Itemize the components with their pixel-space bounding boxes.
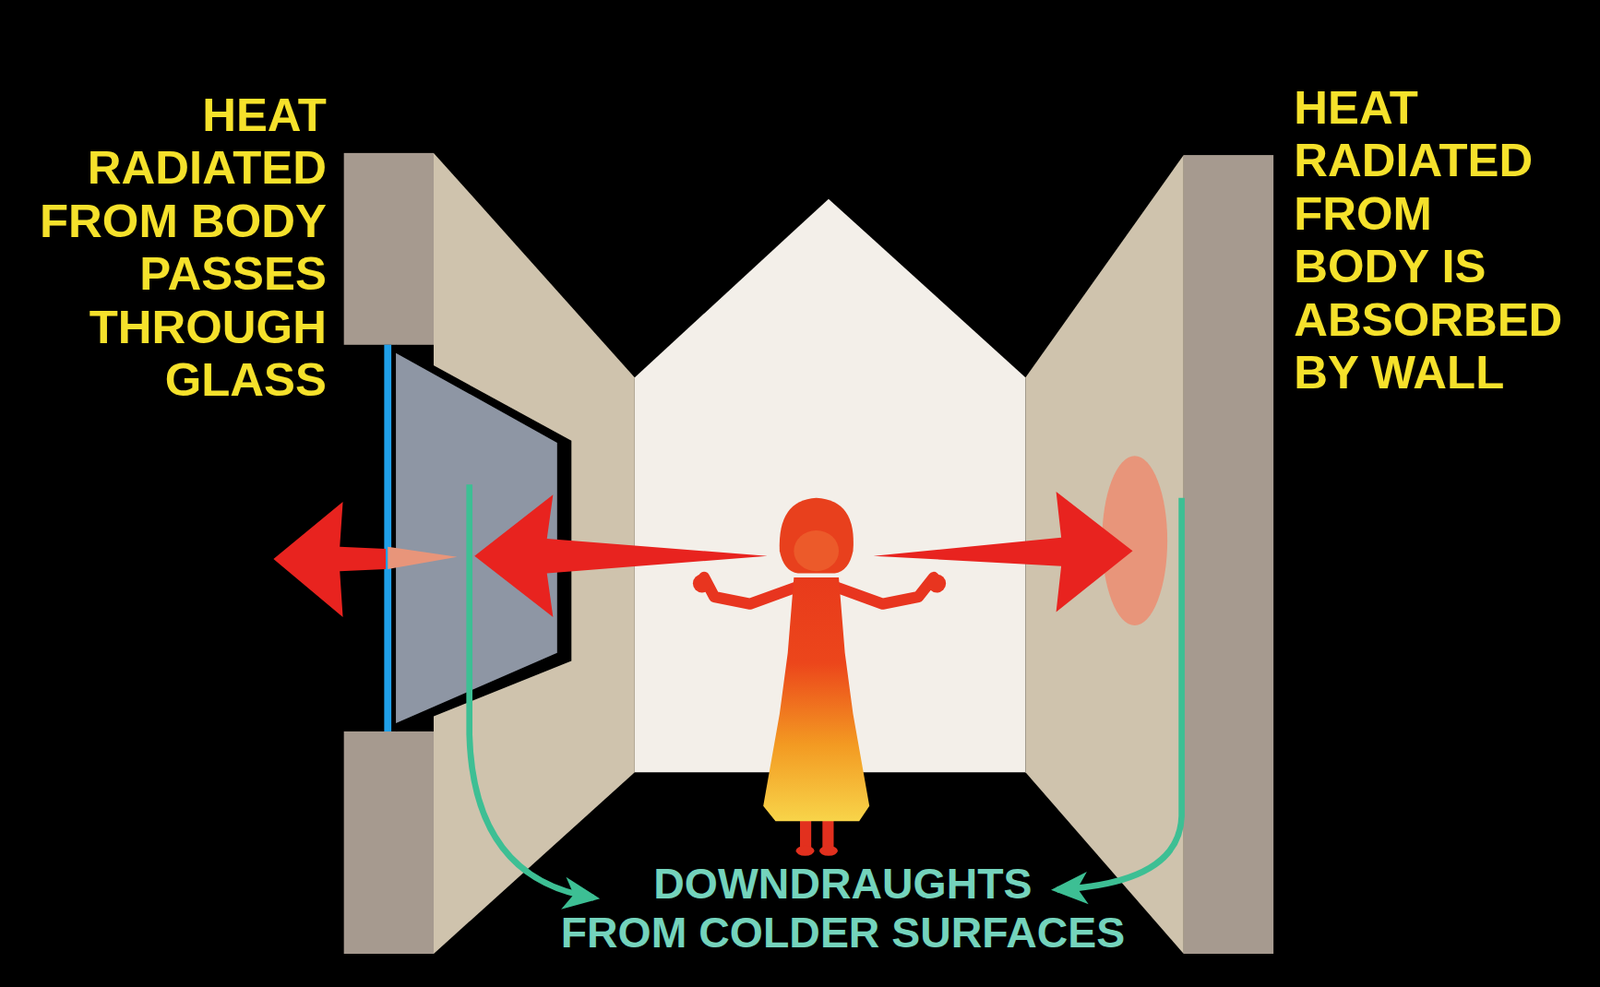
callout-holder: DOWNDRAUGHTS FROM COLDER SURFACES bbox=[547, 859, 1139, 958]
downdraught-arrow bbox=[1057, 498, 1183, 891]
heat-wedge bbox=[387, 547, 457, 570]
downdraught-arrow bbox=[469, 484, 595, 898]
callout-holder: HEAT RADIATED FROM BODY PASSES THROUGH G… bbox=[20, 87, 327, 406]
heat-arrow bbox=[273, 501, 386, 618]
callout-text: HEAT RADIATED FROM BODY PASSES THROUGH G… bbox=[39, 87, 327, 406]
callout-text: DOWNDRAUGHTS FROM COLDER SURFACES bbox=[561, 859, 1126, 957]
callout-holder: HEAT RADIATED FROM BODY IS ABSORBED BY W… bbox=[1293, 80, 1572, 399]
wall-section bbox=[344, 731, 434, 955]
wall-section bbox=[1183, 155, 1274, 955]
glass-pane bbox=[383, 345, 392, 732]
spacer bbox=[547, 859, 609, 909]
spacer bbox=[1077, 859, 1139, 909]
wall-section bbox=[344, 153, 434, 346]
callout-text: HEAT RADIATED FROM BODY IS ABSORBED BY W… bbox=[1293, 80, 1563, 399]
child-figure bbox=[692, 498, 946, 857]
